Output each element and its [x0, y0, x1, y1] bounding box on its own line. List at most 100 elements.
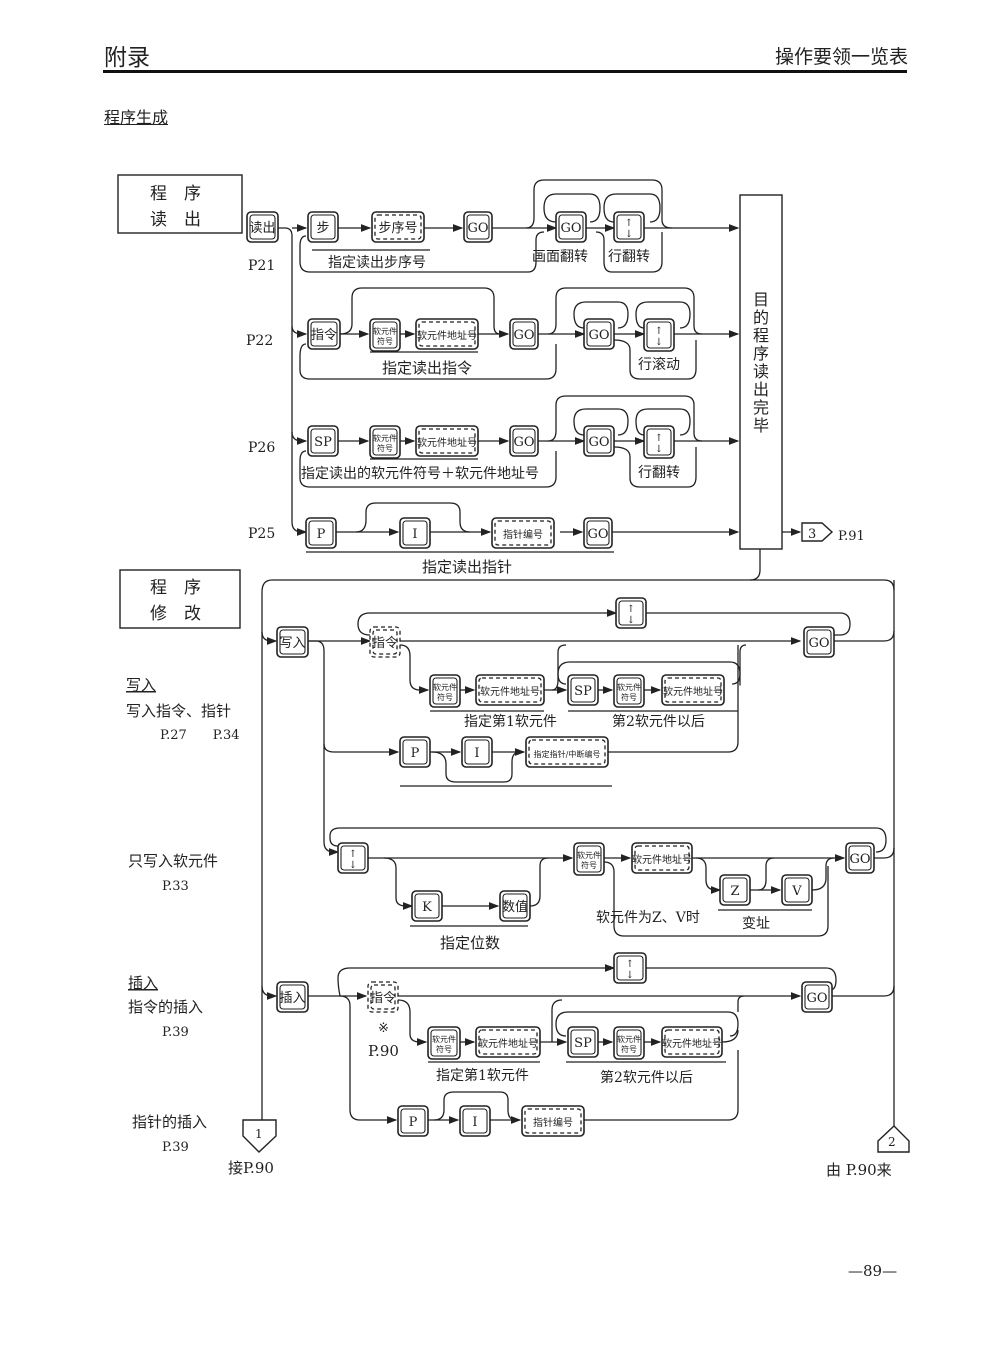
insert-ref: P.39	[162, 1025, 189, 1040]
key-device-address[interactable]: 软元件地址号	[415, 425, 479, 457]
key-device-address[interactable]: 软元件地址号	[475, 1026, 541, 1058]
read-complete-char: 序	[753, 344, 769, 363]
down-arrow-icon: ↓	[655, 337, 663, 348]
key-sp[interactable]: SP	[307, 425, 339, 457]
key-step-number[interactable]: 步序号	[371, 211, 425, 243]
key-sp[interactable]: SP	[567, 674, 599, 706]
key-instruction[interactable]: 指令	[369, 626, 401, 658]
key-label: 符号	[621, 1044, 637, 1054]
key-label: 符号	[377, 443, 393, 453]
key-label: I	[412, 527, 417, 542]
key-scroll-updown[interactable]: ↑↓	[613, 211, 645, 243]
write-desc: 写入指令、指针	[126, 702, 231, 720]
read-complete-box	[739, 194, 783, 550]
key-label: SP	[314, 435, 332, 450]
up-arrow-icon: ↑	[625, 218, 633, 229]
key-label: 软元件	[373, 326, 397, 336]
key-v[interactable]: V	[781, 874, 813, 906]
key-device-symbol[interactable]: 软元件符号	[429, 674, 461, 708]
key-i[interactable]: I	[399, 517, 431, 549]
pointer-insert-ref: P.39	[162, 1140, 189, 1155]
key-p[interactable]: P	[397, 1105, 429, 1137]
key-device-symbol[interactable]: 软元件符号	[427, 1026, 461, 1060]
key-label: 指针编号	[503, 528, 543, 541]
key-go[interactable]: GO	[509, 425, 539, 457]
key-label: 指令	[372, 636, 398, 651]
key-pointer-interrupt-number[interactable]: 指定指针/中断编号	[525, 736, 609, 768]
key-device-symbol[interactable]: 软元件符号	[369, 318, 401, 352]
key-sp[interactable]: SP	[567, 1026, 599, 1058]
key-i[interactable]: I	[459, 1105, 491, 1137]
key-device-symbol[interactable]: 软元件符号	[573, 842, 605, 876]
key-i[interactable]: I	[461, 736, 493, 768]
up-arrow-icon: ↑	[655, 433, 663, 444]
key-instruction[interactable]: 指令	[367, 981, 399, 1013]
connector-3-ref: P.91	[838, 529, 865, 544]
key-label: I	[474, 746, 479, 761]
key-write[interactable]: 写入	[276, 626, 309, 658]
key-device-symbol[interactable]: 软元件符号	[613, 1026, 645, 1060]
write-caption-second: 第2软元件以后	[612, 713, 705, 730]
key-label: GO	[849, 852, 870, 867]
key-label: 软元件	[617, 682, 641, 692]
read-complete-char: 程	[753, 326, 769, 345]
key-scroll-updown[interactable]: ↑↓	[643, 425, 675, 459]
key-label: 软元件地址号	[632, 853, 692, 866]
key-insert[interactable]: 插入	[276, 981, 309, 1013]
key-go[interactable]: GO	[463, 211, 493, 243]
caption-zv: 软元件为Z、V时	[596, 910, 700, 926]
key-device-address[interactable]: 软元件地址号	[415, 318, 479, 350]
key-pointer-number[interactable]: 指针编号	[521, 1105, 585, 1137]
key-pointer-number[interactable]: 指针编号	[491, 517, 555, 549]
key-value[interactable]: 数值	[499, 890, 531, 922]
key-scroll-updown[interactable]: ↑↓	[613, 952, 647, 984]
caption-p25: 指定读出指针	[422, 558, 512, 576]
key-p[interactable]: P	[399, 736, 431, 768]
key-go[interactable]: GO	[845, 842, 875, 874]
down-arrow-icon: ↓	[626, 970, 634, 981]
key-go[interactable]: GO	[801, 981, 833, 1013]
key-scroll-updown[interactable]: ↑↓	[643, 318, 675, 352]
key-read[interactable]: 读出	[246, 211, 279, 243]
key-k[interactable]: K	[411, 890, 443, 922]
key-go-repeat[interactable]: GO	[583, 425, 615, 457]
key-device-address[interactable]: 软元件地址号	[661, 674, 725, 706]
down-arrow-icon: ↓	[655, 444, 663, 455]
key-scroll-updown[interactable]: ↑↓	[615, 597, 647, 629]
down-arrow-icon: ↓	[349, 860, 357, 871]
insert-caption-first: 指定第1软元件	[436, 1067, 529, 1084]
key-label: P	[317, 527, 326, 542]
key-device-address[interactable]: 软元件地址号	[475, 674, 545, 706]
insert-heading: 插入	[128, 974, 158, 992]
key-label: 指令	[370, 991, 396, 1006]
key-scroll-updown[interactable]: ↑↓	[337, 842, 369, 874]
key-go[interactable]: GO	[509, 318, 539, 350]
key-go[interactable]: GO	[583, 517, 613, 549]
write-device-desc: 只写入软元件	[128, 852, 218, 870]
key-instruction[interactable]: 指令	[307, 318, 341, 350]
read-complete-char: 读	[753, 362, 769, 381]
key-z[interactable]: Z	[719, 874, 751, 906]
key-label: Z	[730, 884, 739, 899]
key-step[interactable]: 步	[307, 211, 339, 243]
key-go-repeat[interactable]: GO	[583, 318, 615, 350]
key-device-address[interactable]: 软元件地址号	[631, 842, 693, 874]
key-device-address[interactable]: 软元件地址号	[661, 1026, 723, 1058]
key-label: 软元件地址号	[480, 685, 540, 698]
read-complete-char: 出	[753, 380, 769, 399]
connector-3-label: 3	[808, 527, 816, 542]
write-device-ref: P.33	[162, 879, 189, 894]
insert-note-mark: ※	[378, 1021, 389, 1036]
key-label: GO	[560, 221, 581, 236]
key-label: 软元件地址号	[663, 685, 723, 698]
key-go-page-flip[interactable]: GO	[555, 211, 587, 243]
insert-note-ref: P.90	[368, 1042, 399, 1060]
key-device-symbol[interactable]: 软元件符号	[613, 674, 645, 708]
key-go[interactable]: GO	[803, 626, 835, 658]
key-label: 读出	[249, 221, 275, 236]
key-device-symbol[interactable]: 软元件符号	[369, 425, 401, 459]
key-label: 数值	[502, 899, 528, 915]
modify-title-line2: 修 改	[150, 604, 201, 624]
key-p[interactable]: P	[305, 517, 337, 549]
